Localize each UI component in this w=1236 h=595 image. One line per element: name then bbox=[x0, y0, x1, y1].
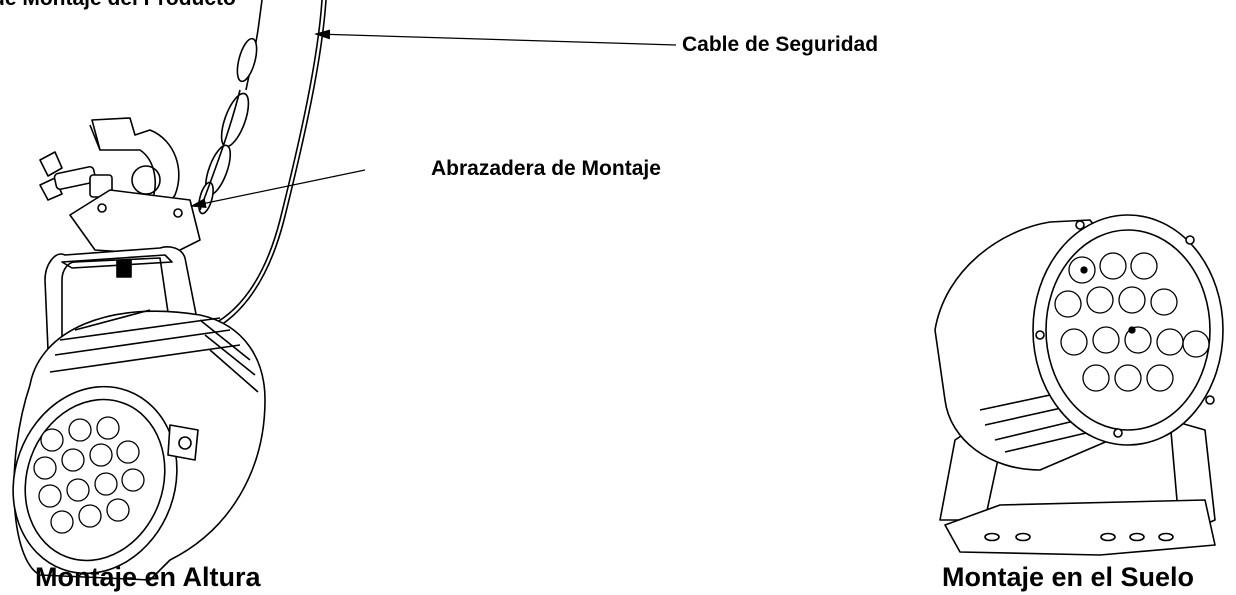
overhead-fixture-illustration bbox=[12, 0, 327, 581]
floor-fixture-illustration bbox=[934, 214, 1224, 556]
overhead-mount-caption: Montaje en Altura bbox=[35, 562, 261, 592]
floor-mount-caption: Montaje en el Suelo bbox=[942, 562, 1195, 592]
safety-cable-label: Cable de Seguridad bbox=[682, 33, 879, 56]
mounting-clamp-leader bbox=[190, 169, 366, 209]
header-title-fragment: de Montaje del Producto bbox=[0, 0, 236, 11]
safety-cable-leader bbox=[314, 29, 677, 46]
mounting-clamp-label: Abrazadera de Montaje bbox=[431, 157, 661, 180]
